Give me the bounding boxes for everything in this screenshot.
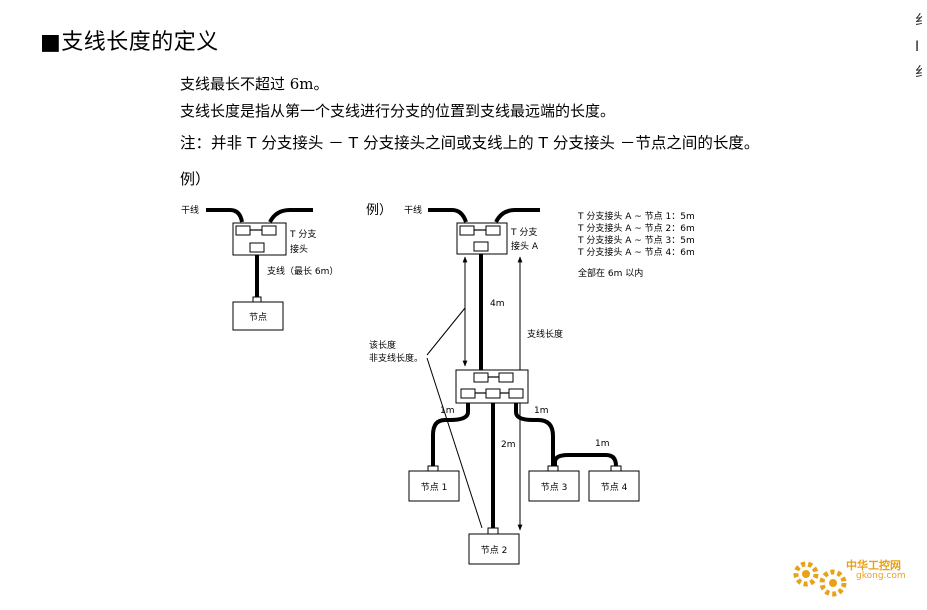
paragraph-max-length: 支线最长不超过 6m。 bbox=[180, 75, 329, 93]
node1-box bbox=[408, 470, 460, 502]
edge-glyph: I bbox=[915, 39, 920, 55]
right-example-label: 例） bbox=[366, 203, 392, 218]
watermark-url: gkong.com bbox=[856, 571, 906, 581]
tap-port bbox=[508, 388, 524, 399]
node4-box bbox=[588, 470, 640, 502]
tap-port bbox=[261, 225, 277, 236]
right-trunk-cable bbox=[494, 208, 540, 223]
tap-port bbox=[460, 388, 476, 399]
note-label: 该长度 bbox=[369, 339, 396, 351]
gear-icon bbox=[819, 569, 847, 597]
tap-port bbox=[485, 388, 501, 399]
summary-line: T 分支接头 A ~ 节点 3：5m bbox=[577, 234, 695, 246]
paragraph-note: 注：并非 T 分支接头 － T 分支接头之间或支线上的 T 分支接头 －节点之间… bbox=[180, 134, 760, 152]
left-trunk-cable bbox=[206, 208, 244, 223]
left-branch-label: 支线（最长 6m） bbox=[267, 265, 338, 277]
node1-label: 节点 1 bbox=[421, 482, 448, 493]
example-label: 例） bbox=[180, 170, 211, 188]
watermark-title: 中华工控网 bbox=[846, 559, 901, 572]
paragraph-definition: 支线长度是指从第一个支线进行分支的位置到支线最远端的长度。 bbox=[180, 102, 616, 120]
edge-glyph: 纟 bbox=[915, 13, 925, 29]
section-heading: ■支线长度的定义 bbox=[40, 30, 219, 55]
seg-1m-left-label: 1m bbox=[440, 406, 455, 416]
node3-box bbox=[528, 470, 580, 502]
right-trunk-cable bbox=[428, 208, 468, 223]
summary-line: T 分支接头 A ~ 节点 4：6m bbox=[577, 246, 695, 258]
seg-1m-far-label: 1m bbox=[595, 439, 610, 449]
tap-port bbox=[249, 242, 265, 253]
cable-to-node3 bbox=[514, 403, 555, 466]
tap-port bbox=[235, 225, 251, 236]
left-trunk-cable bbox=[268, 208, 313, 223]
node2-box bbox=[468, 533, 520, 565]
leader-line bbox=[426, 307, 466, 356]
tap-port bbox=[473, 241, 489, 252]
tap-port bbox=[485, 225, 501, 236]
left-trunk-label: 干线 bbox=[181, 204, 199, 216]
left-node-box bbox=[232, 301, 284, 331]
branch-length-label: 支线长度 bbox=[527, 328, 563, 340]
left-tap-label: T 分支 bbox=[289, 228, 316, 240]
seg-2m-label: 2m bbox=[501, 440, 516, 450]
right-trunk-label: 干线 bbox=[404, 204, 422, 216]
cropped-edge-text: 纟 I 纟 bbox=[915, 8, 925, 86]
left-diagram: 干线 T 分支 接头 支线（最长 6m） 节点 bbox=[181, 204, 338, 331]
node2-label: 节点 2 bbox=[481, 545, 508, 556]
tap-a-label: 接头 A bbox=[511, 240, 539, 252]
cable-to-node1 bbox=[431, 403, 470, 466]
cable-node3-node4 bbox=[553, 453, 618, 467]
leader-line bbox=[426, 357, 483, 529]
tap-a-label: T 分支 bbox=[510, 226, 537, 238]
summary-line: T 分支接头 A ~ 节点 1：5m bbox=[577, 210, 695, 222]
tap-port bbox=[459, 225, 475, 236]
note-label: 非支线长度。 bbox=[369, 352, 423, 364]
segment-4m-label: 4m bbox=[490, 299, 505, 309]
watermark-logo bbox=[793, 561, 847, 597]
tap-port bbox=[473, 372, 489, 383]
node3-label: 节点 3 bbox=[541, 482, 568, 493]
summary-line: T 分支接头 A ~ 节点 2：6m bbox=[577, 222, 695, 234]
left-tap-label: 接头 bbox=[290, 243, 308, 255]
seg-1m-right-label: 1m bbox=[534, 406, 549, 416]
node4-label: 节点 4 bbox=[601, 482, 628, 493]
summary-total: 全部在 6m 以内 bbox=[578, 267, 643, 279]
edge-glyph: 纟 bbox=[915, 65, 925, 81]
left-node-label: 节点 bbox=[249, 312, 267, 323]
tap-port bbox=[498, 372, 514, 383]
right-diagram: 例） 干线 T 分支 接头 A 4m 支线长度 该长度 非支线长度。 bbox=[366, 203, 695, 565]
gear-icon bbox=[793, 561, 819, 587]
